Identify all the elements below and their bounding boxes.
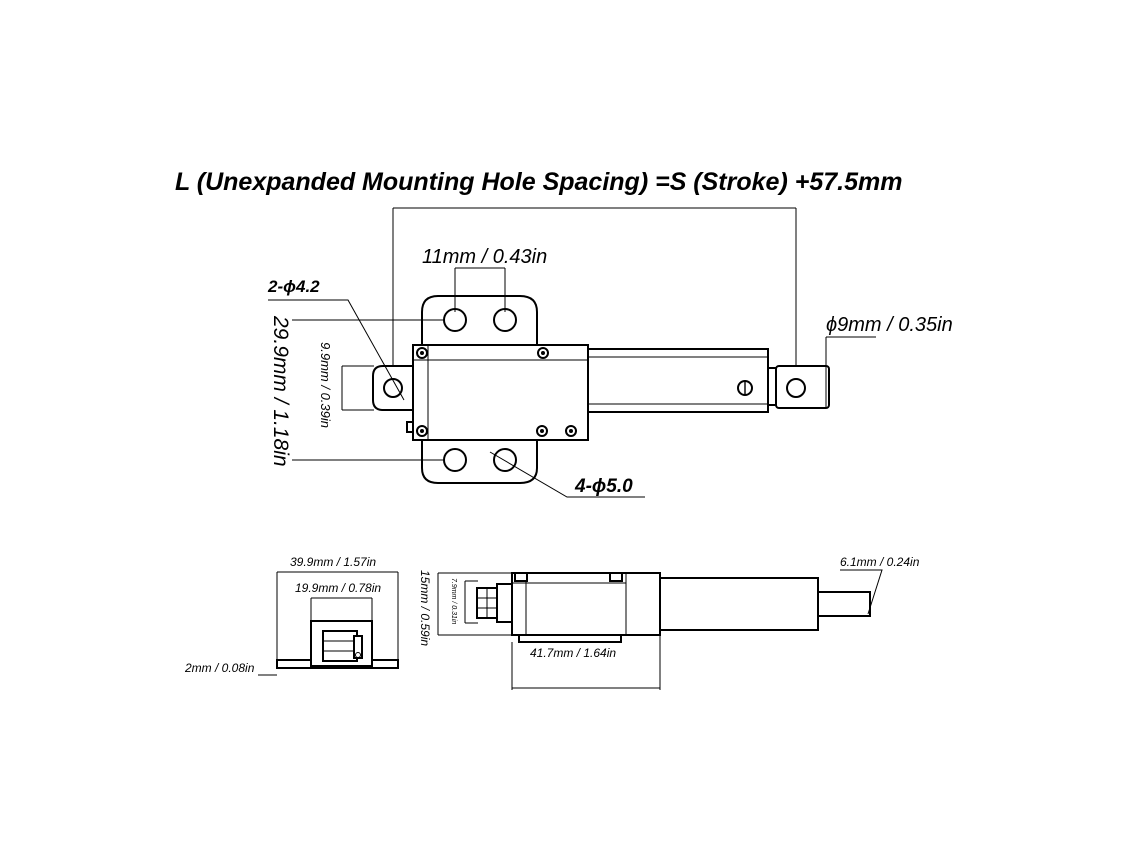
upper-mounting-ear: [421, 295, 538, 346]
mount-hole: [443, 308, 467, 332]
rear-clevis-hole: [383, 378, 403, 398]
mount-hole: [493, 308, 517, 332]
large-hole-label: 4-ϕ5.0: [574, 476, 633, 497]
small-hole-label: 2-ϕ4.2: [267, 277, 320, 296]
height-label: 15mm / 0.59in: [418, 570, 432, 646]
clevis-width-label: 9.9mm / 0.39in: [318, 342, 333, 428]
body-length-label: 41.7mm / 1.64in: [530, 646, 616, 660]
mount-hole: [443, 448, 467, 472]
clevis-height-label: 7.9mm / 0.31in: [450, 578, 457, 624]
side-body: [511, 572, 661, 636]
rod-tube: [587, 348, 769, 413]
hole-spacing-label: 11mm / 0.43in: [422, 246, 547, 268]
total-width-label: 29.9mm / 1.18in: [269, 315, 292, 467]
rod-end-hole: [786, 378, 806, 398]
side-rod: [817, 591, 871, 617]
mount-hole: [493, 448, 517, 472]
side-rod-tube: [659, 577, 819, 631]
rod-hole-label: ϕ9mm / 0.35in: [826, 314, 953, 336]
end-view: 39.9mm / 1.57in 19.9mm / 0.78in 2mm / 0.…: [184, 555, 399, 676]
top-view: 11mm / 0.43in 2-ϕ4.2 ϕ9mm / 0.35in 29.9m…: [267, 207, 953, 498]
drawing-title: L (Unexpanded Mounting Hole Spacing) =S …: [175, 168, 902, 196]
side-flange: [518, 634, 622, 643]
actuator-main-body: [412, 344, 589, 441]
side-view: 15mm / 0.59in 7.9mm / 0.31in 6.1mm / 0.2…: [418, 555, 920, 690]
inner-width-label: 19.9mm / 0.78in: [295, 581, 381, 595]
body-screws: [416, 347, 577, 437]
flange-thickness-label: 2mm / 0.08in: [184, 661, 255, 675]
rod-diameter-label: 6.1mm / 0.24in: [840, 555, 920, 569]
lower-mounting-ear: [421, 439, 538, 484]
outer-width-label: 39.9mm / 1.57in: [290, 555, 376, 569]
